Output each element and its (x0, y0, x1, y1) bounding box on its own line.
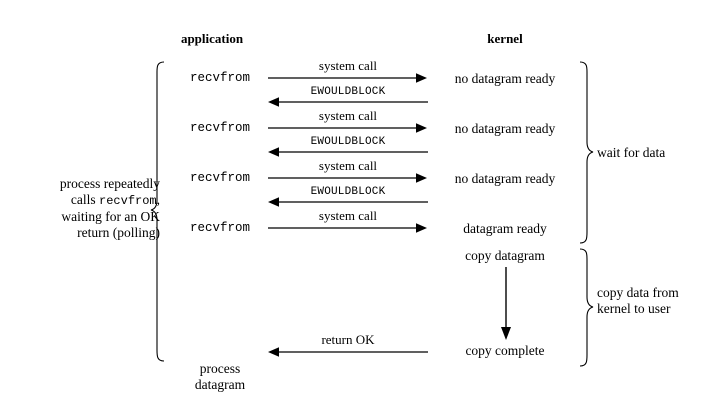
app-result-line-1: process (199, 361, 241, 376)
left-note-recvfrom-code: recvfrom (99, 194, 157, 208)
left-note-line-2: calls recvfrom, (10, 192, 160, 209)
left-note-line-4: return (polling) (77, 225, 160, 240)
right-brace-label-wait-for-data-line-1: wait for data (597, 145, 666, 160)
arrow-system-call-4 (266, 221, 430, 235)
arrow-label-system-call-4: system call (318, 208, 378, 223)
left-note-polling: process repeatedly calls recvfrom, waiti… (10, 176, 160, 241)
kernel-state-copy-complete: copy complete (465, 343, 545, 358)
arrow-return-ok (266, 345, 430, 359)
left-note-line-3: waiting for an OK (61, 209, 160, 224)
kernel-state-no-datagram-ready-1: no datagram ready (454, 71, 556, 86)
arrow-label-ewouldblock-3: EWOULDBLOCK (310, 186, 386, 198)
app-call-recvfrom-1: recvfrom (189, 71, 250, 85)
arrow-label-ewouldblock-1: EWOULDBLOCK (310, 86, 386, 98)
left-note-line-2-post: , (156, 192, 160, 207)
left-brace (148, 58, 168, 374)
right-brace-label-copy-data: copy data from kernel to user (597, 285, 679, 316)
arrow-ewouldblock-2 (266, 145, 430, 159)
app-result-line-2: datagram (194, 376, 246, 392)
right-brace-copy-data (578, 245, 596, 373)
app-call-recvfrom-2: recvfrom (189, 121, 250, 135)
kernel-state-no-datagram-ready-3: no datagram ready (454, 171, 556, 186)
arrow-system-call-1 (266, 71, 430, 85)
column-header-application: application (180, 31, 244, 46)
arrow-label-return-ok: return OK (321, 332, 375, 347)
arrow-label-system-call-3: system call (318, 158, 378, 173)
left-note-line-2-pre: calls (70, 192, 100, 207)
left-note-line-1: process repeatedly (59, 176, 160, 191)
right-brace-label-copy-data-line-2: kernel to user (597, 300, 671, 316)
arrow-label-system-call-1: system call (318, 58, 378, 73)
right-brace-wait-for-data (578, 58, 596, 248)
arrow-kernel-copy-down (497, 266, 515, 342)
arrow-ewouldblock-3 (266, 195, 430, 209)
arrow-ewouldblock-1 (266, 95, 430, 109)
right-brace-label-copy-data-line-1: copy data from (597, 285, 679, 300)
arrow-label-ewouldblock-2: EWOULDBLOCK (310, 136, 386, 148)
arrow-system-call-3 (266, 171, 430, 185)
kernel-state-copy-datagram: copy datagram (465, 248, 545, 263)
app-call-recvfrom-3: recvfrom (189, 171, 250, 185)
column-header-kernel: kernel (487, 31, 523, 46)
right-brace-label-wait-for-data: wait for data (597, 145, 665, 161)
app-call-recvfrom-4: recvfrom (189, 221, 250, 235)
kernel-state-datagram-ready: datagram ready (463, 221, 547, 236)
arrow-label-system-call-2: system call (318, 108, 378, 123)
kernel-state-no-datagram-ready-2: no datagram ready (454, 121, 556, 136)
arrow-system-call-2 (266, 121, 430, 135)
app-result-process-datagram: process datagram (160, 361, 280, 392)
